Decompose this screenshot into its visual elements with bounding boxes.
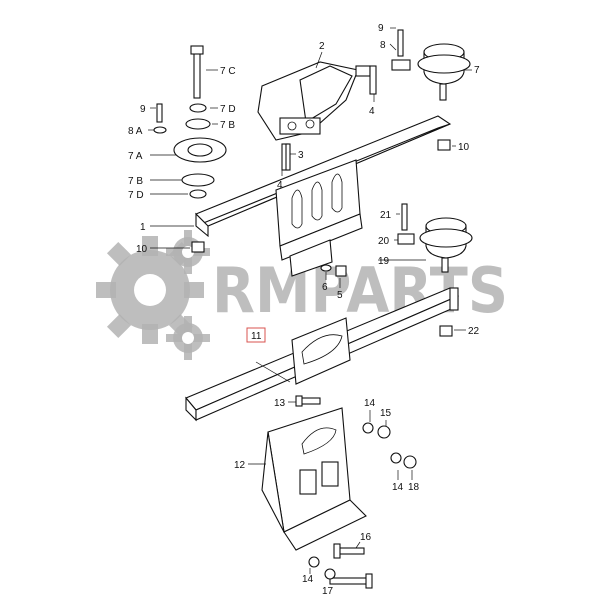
callout-4-lower: 4 [277, 180, 283, 191]
watermark-text: RMPARTS [212, 254, 508, 327]
callout-11-highlight [246, 327, 266, 343]
gear-icon [96, 236, 204, 344]
callout-19: 19 [378, 256, 390, 267]
callout-9-right: 9 [378, 23, 384, 34]
nuts [191, 139, 453, 337]
engine-mount-upper [391, 29, 471, 101]
gear-icon [166, 316, 210, 360]
bracket-assembly [257, 61, 371, 141]
callout-7a: 7 A [128, 151, 143, 162]
callout-14-low: 14 [302, 574, 314, 585]
lower-crossmember [185, 287, 459, 422]
callout-22: 22 [468, 326, 480, 337]
bolt-7c [193, 51, 201, 99]
callout-8a: 8 A [128, 126, 143, 137]
upper-crossmember [195, 115, 452, 277]
callout-6: 6 [322, 282, 328, 293]
callout-10-right: 10 [458, 142, 470, 153]
callout-9-left: 9 [140, 104, 146, 115]
callout-2: 2 [319, 41, 325, 52]
callout-12: 12 [234, 460, 246, 471]
callout-4-upper: 4 [369, 106, 375, 117]
callout-5: 5 [337, 290, 343, 301]
mounting-plate [261, 407, 367, 551]
callout-7b-top: 7 B [220, 120, 235, 131]
callout-7c: 7 C [220, 66, 236, 77]
callout-18: 18 [408, 482, 420, 493]
callout-13: 13 [274, 398, 286, 409]
callout-7: 7 [474, 65, 480, 76]
callout-16: 16 [360, 532, 372, 543]
callout-11: 11 [251, 331, 262, 342]
callout-10-left: 10 [136, 244, 148, 255]
callout-8: 8 [380, 40, 386, 51]
callout-14-mid: 14 [392, 482, 404, 493]
callout-7d-low: 7 D [128, 190, 144, 201]
callout-14-top: 14 [364, 398, 376, 409]
engine-mount-lower [397, 203, 473, 273]
callout-17: 17 [322, 586, 334, 597]
callout-3: 3 [298, 150, 304, 161]
callout-1: 1 [140, 222, 146, 233]
callout-labels: 2 7 C 9 8 7 4 9 7 D 8 A 7 B 10 7 A 3 4 7… [128, 23, 480, 597]
callout-21: 21 [380, 210, 392, 221]
callout-7b-low: 7 B [128, 176, 143, 187]
callout-20: 20 [378, 236, 390, 247]
callout-7d-top: 7 D [220, 104, 236, 115]
callout-15: 15 [380, 408, 392, 419]
watermark-logo: RMPARTS [96, 230, 508, 360]
studs [281, 65, 377, 171]
left-mount-stack [153, 45, 227, 199]
leader-lines [148, 27, 472, 582]
fasteners [295, 395, 417, 589]
